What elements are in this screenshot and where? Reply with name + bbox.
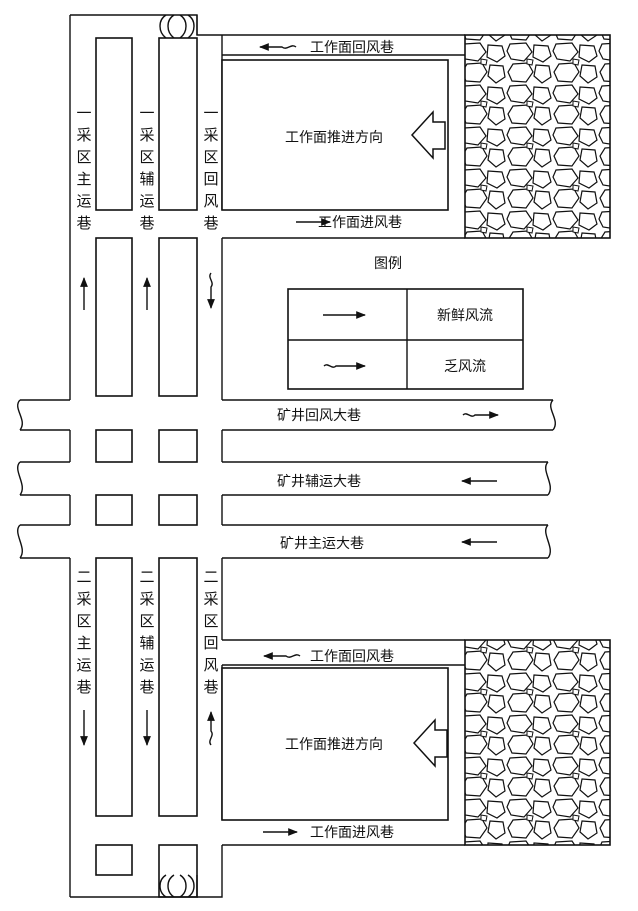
pillar xyxy=(95,844,133,876)
zone1-main-label: 一采区主运巷 xyxy=(76,104,91,232)
ventilation-door-top xyxy=(159,14,195,39)
legend-box xyxy=(287,288,524,390)
zone2-return-label: 二采区回风巷 xyxy=(203,568,218,696)
face-return-label-1: 工作面回风巷 xyxy=(310,40,394,56)
fresh-air-arrows xyxy=(80,218,497,836)
pillar xyxy=(158,237,198,397)
pillar xyxy=(95,429,133,463)
mine-aux-label: 矿井辅运大巷 xyxy=(277,474,361,490)
pillar xyxy=(158,429,198,463)
advance-arrow-2 xyxy=(412,718,448,768)
working-face-1 xyxy=(221,59,449,211)
roadway-network xyxy=(17,14,611,898)
pillar xyxy=(158,37,198,211)
pillar xyxy=(158,557,198,817)
mine-return-label: 矿井回风大巷 xyxy=(277,408,361,424)
pillar xyxy=(95,557,133,817)
legend-title: 图例 xyxy=(374,256,402,272)
ventilation-door-bottom xyxy=(159,874,195,898)
stale-air-arrows xyxy=(207,43,499,746)
zone1-aux-label: 一采区辅运巷 xyxy=(139,104,154,232)
pillar xyxy=(158,494,198,526)
mine-main-label: 矿井主运大巷 xyxy=(280,536,364,552)
legend-stale-arrow xyxy=(323,362,366,370)
zone2-main-label: 二采区主运巷 xyxy=(76,568,91,696)
legend-fresh-label: 新鲜风流 xyxy=(437,308,493,324)
legend: 图例 新鲜风流 乏风流 xyxy=(287,256,524,390)
face-direction-label-2: 工作面推进方向 xyxy=(285,737,383,753)
pillar xyxy=(95,37,133,211)
pillar xyxy=(158,844,198,898)
goaf-area-1 xyxy=(464,34,611,239)
pillar xyxy=(95,237,133,397)
face-return-label-2: 工作面回风巷 xyxy=(310,649,394,665)
advance-arrow-1 xyxy=(410,110,446,160)
legend-stale-label: 乏风流 xyxy=(444,359,486,375)
working-face-2 xyxy=(221,667,449,821)
zone1-return-label: 一采区回风巷 xyxy=(203,104,218,232)
face-direction-label-1: 工作面推进方向 xyxy=(285,130,383,146)
goaf-area-2 xyxy=(464,639,611,846)
face-intake-label-2: 工作面进风巷 xyxy=(310,825,394,841)
face-intake-label-1: 工作面进风巷 xyxy=(318,215,402,231)
zone2-aux-label: 二采区辅运巷 xyxy=(139,568,154,696)
pillar xyxy=(95,494,133,526)
